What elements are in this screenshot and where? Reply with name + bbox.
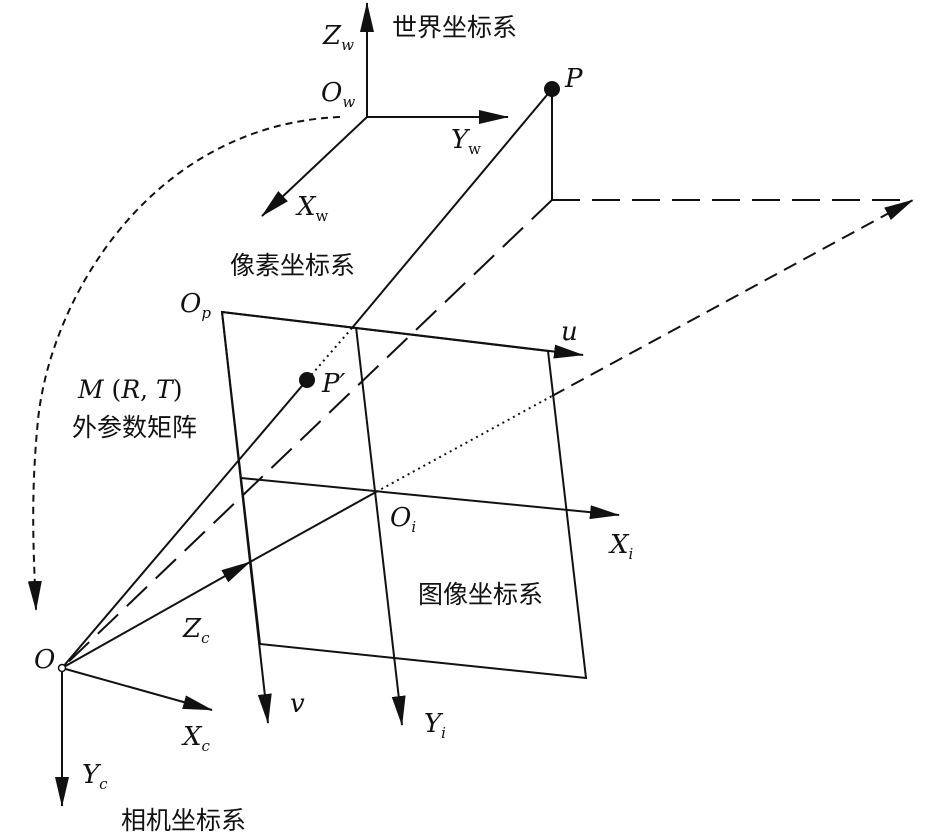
camera-system-label: 相机坐标系	[121, 806, 246, 835]
camera-to-p-prime-ray	[61, 379, 308, 669]
extrinsic-formula: M (R, T)	[77, 375, 183, 404]
label-oi: Oi	[390, 503, 416, 536]
optical-axis	[61, 199, 914, 669]
image-system-label: 图像坐标系	[418, 580, 543, 609]
optical-axis-dotted	[375, 395, 553, 493]
image-x-axis	[240, 477, 620, 520]
image-plane-border	[220, 310, 588, 680]
projection-ray-solid	[351, 88, 553, 329]
world-system-label: 世界坐标系	[392, 13, 517, 42]
label-p: P	[564, 64, 583, 94]
point-p-construction	[61, 81, 900, 669]
image-plane	[220, 310, 620, 726]
pixel-system-label: 像素坐标系	[230, 251, 355, 280]
camera-coordinate-system	[55, 663, 213, 807]
world-coordinate-system	[261, 2, 509, 217]
world-x-axis	[261, 116, 368, 217]
pixel-v-axis	[221, 311, 272, 724]
point-p-prime	[299, 372, 315, 388]
label-v: v	[290, 689, 305, 719]
label-yw: Yw	[451, 125, 481, 158]
label-zc: Zc	[182, 614, 210, 647]
label-zw: Zw	[322, 21, 354, 54]
optical-axis-solid	[249, 491, 377, 563]
label-p-prime: P′	[321, 369, 345, 399]
label-op: Op	[180, 289, 211, 322]
point-p	[544, 81, 560, 97]
image-y-axis	[355, 326, 406, 726]
camera-x-axis	[61, 667, 213, 711]
label-yi: Yi	[424, 709, 446, 742]
label-xw: Xw	[295, 192, 329, 225]
z-c-axis	[61, 561, 251, 669]
p-to-camera-dash	[61, 199, 553, 669]
pixel-u-axis	[221, 311, 584, 359]
optical-axis-dashed	[551, 199, 914, 397]
label-xi: Xi	[608, 530, 634, 563]
extrinsic-transform-arc	[27, 116, 341, 611]
label-u: u	[561, 317, 578, 347]
label-ow: Ow	[321, 78, 355, 111]
extrinsic-matrix-label: 外参数矩阵	[72, 413, 197, 442]
label-xc: Xc	[181, 722, 211, 755]
camera-origin	[57, 663, 67, 673]
label-yc: Yc	[82, 760, 108, 793]
label-oc: O	[34, 645, 55, 675]
